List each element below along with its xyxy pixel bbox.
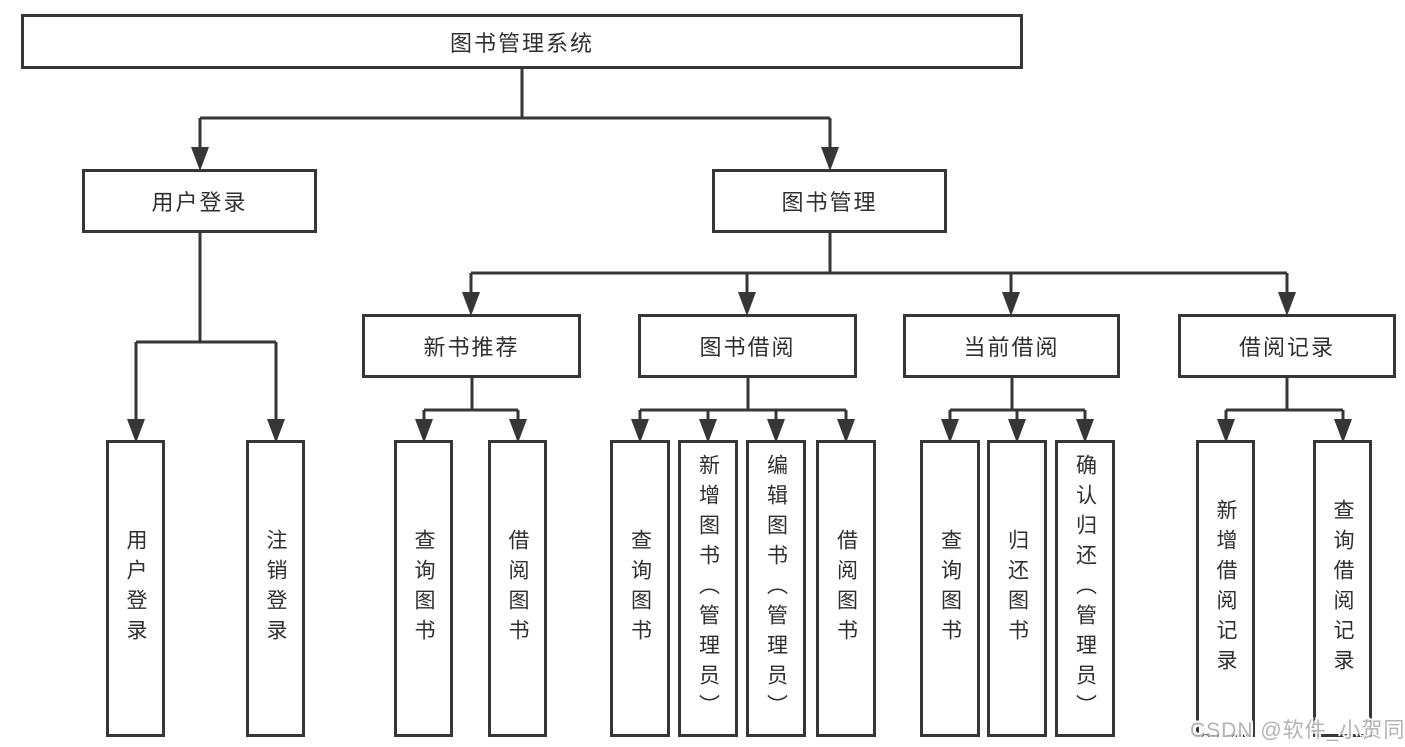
node-label: 借阅图书 (506, 528, 529, 649)
watermark-text: CSDN @软件_小贺同学 (1190, 719, 1405, 742)
node-library-system: 图书管理系统 (21, 14, 1023, 69)
node-borrow-books: 借阅图书 (816, 440, 876, 737)
node-label: 查询借阅记录 (1331, 498, 1354, 679)
node-label: 借阅图书 (834, 528, 858, 649)
node-book-borrow: 图书借阅 (638, 314, 857, 378)
node-query-books-borrow: 查询图书 (610, 440, 670, 737)
node-add-books-admin: 新增图书（管理员） (678, 440, 738, 737)
node-label: 新增图书（管理员） (696, 453, 720, 724)
node-label: 查询图书 (938, 528, 962, 649)
node-label: 用户登录 (151, 190, 248, 215)
node-borrow-records: 借阅记录 (1178, 314, 1396, 378)
node-current-borrow: 当前借阅 (903, 314, 1120, 378)
node-label: 编辑图书（管理员） (764, 453, 788, 724)
node-label: 用户登录 (124, 528, 147, 649)
node-label: 查询图书 (628, 528, 652, 649)
node-new-book-recommend: 新书推荐 (362, 314, 581, 378)
node-label: 当前借阅 (963, 335, 1060, 360)
node-borrow-books-recommend: 借阅图书 (488, 440, 547, 737)
node-query-books-recommend: 查询图书 (394, 440, 453, 737)
node-label: 图书借阅 (699, 335, 796, 360)
node-label: 确认归还（管理员） (1073, 453, 1097, 724)
node-edit-books-admin: 编辑图书（管理员） (746, 440, 806, 737)
node-label: 借阅记录 (1238, 335, 1335, 360)
node-label: 新书推荐 (423, 335, 520, 360)
node-confirm-return-admin: 确认归还（管理员） (1055, 440, 1115, 737)
node-user-login: 用户登录 (82, 169, 317, 233)
node-label: 图书管理 (781, 190, 878, 215)
node-label: 查询图书 (412, 528, 435, 649)
node-query-books-current: 查询图书 (920, 440, 980, 737)
node-user-login-action: 用户登录 (106, 440, 165, 737)
node-logout: 注销登录 (246, 440, 305, 737)
node-label: 注销登录 (264, 528, 287, 649)
node-add-borrow-record: 新增借阅记录 (1196, 440, 1255, 737)
node-book-management: 图书管理 (712, 169, 947, 233)
node-return-books: 归还图书 (987, 440, 1047, 737)
node-query-borrow-record: 查询借阅记录 (1313, 440, 1372, 737)
node-label: 图书管理系统 (449, 30, 594, 56)
node-label: 新增借阅记录 (1214, 498, 1237, 679)
node-label: 归还图书 (1005, 528, 1029, 649)
